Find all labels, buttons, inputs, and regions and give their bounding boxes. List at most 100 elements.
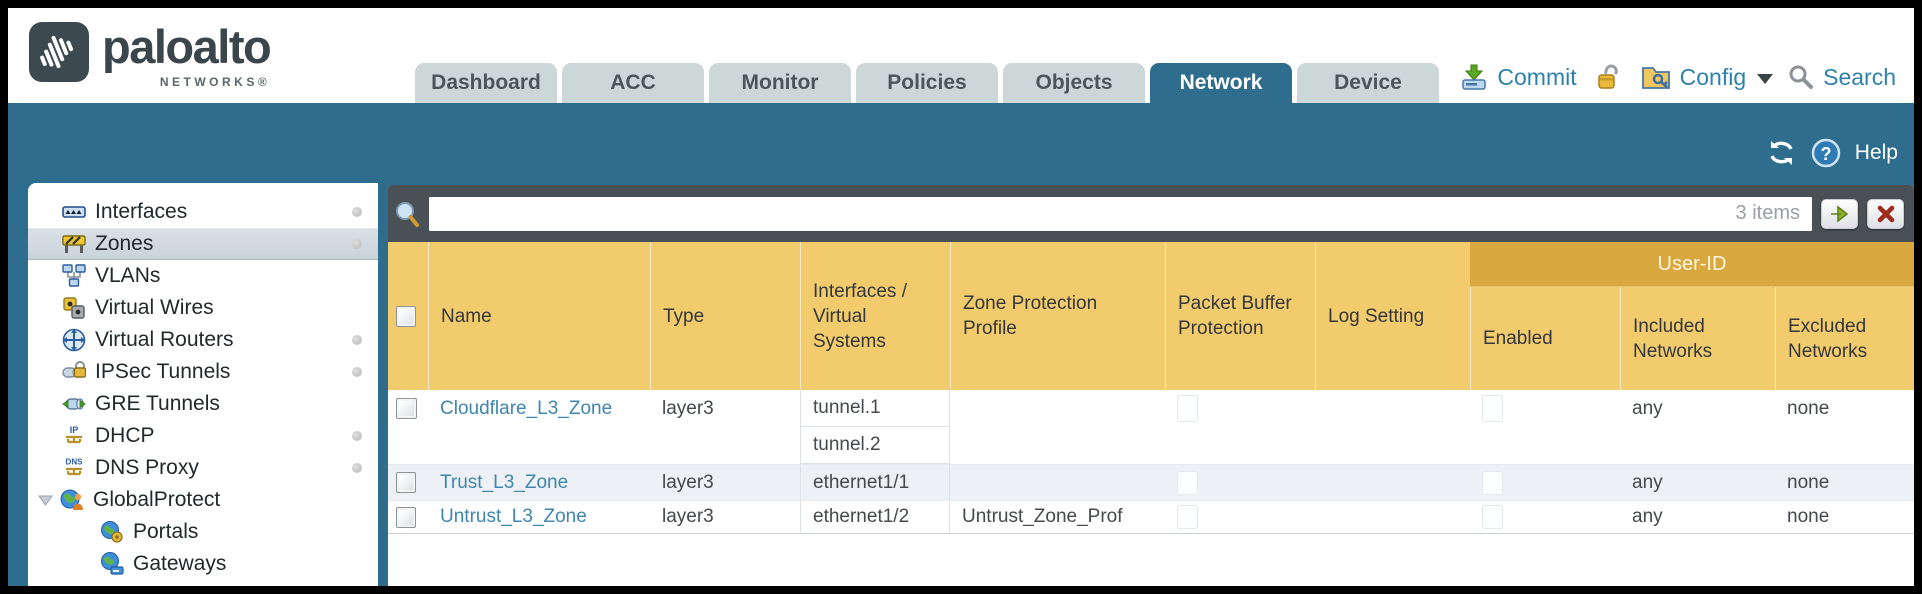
sidebar-item-label: IPSec Tunnels: [95, 360, 231, 383]
status-dot: [352, 207, 362, 217]
magnifier-icon[interactable]: [1788, 64, 1814, 90]
column-header-excluded-networks[interactable]: Excluded Networks: [1775, 287, 1914, 390]
sidebar-item-interfaces[interactable]: Interfaces: [28, 196, 378, 228]
virtual-wires-icon: [63, 297, 85, 319]
sidebar-item-virtual-routers[interactable]: Virtual Routers: [28, 324, 378, 356]
user-id-enabled-checkbox[interactable]: [1482, 505, 1503, 529]
caret-down-icon[interactable]: [1757, 74, 1774, 84]
sidebar-item-label: Gateways: [133, 552, 227, 575]
column-header-interfaces[interactable]: Interfaces / Virtual Systems: [800, 242, 950, 390]
user-id-enabled-checkbox[interactable]: [1482, 395, 1503, 422]
sidebar-item-label: Virtual Routers: [95, 328, 234, 351]
packet-buffer-protection-checkbox[interactable]: [1177, 470, 1198, 495]
user-id-enabled-checkbox[interactable]: [1482, 470, 1503, 495]
zone-name-link[interactable]: Untrust_L3_Zone: [440, 506, 587, 527]
folder-key-icon[interactable]: [1641, 63, 1671, 91]
zone-protection-profile: Untrust_Zone_Prof: [962, 506, 1123, 527]
sidebar-item-virtual-wires[interactable]: Virtual Wires: [28, 292, 378, 324]
status-dot: [352, 239, 362, 249]
brand-name: paloalto: [102, 20, 272, 73]
select-all-checkbox[interactable]: [396, 305, 416, 327]
column-header-type[interactable]: Type: [650, 242, 800, 390]
unlocked-padlock-icon[interactable]: [1596, 63, 1622, 91]
table-row-untrust-l3-zone: Untrust_L3_Zone layer3 ethernet1/2 Untru…: [388, 501, 1914, 534]
tab-objects[interactable]: Objects: [1003, 63, 1145, 103]
sidebar-item-label: DHCP: [95, 424, 155, 447]
sidebar-item-ipsec-tunnels[interactable]: IPSec Tunnels: [28, 356, 378, 388]
table-toolbar: 3 items: [388, 185, 1914, 242]
status-dot: [352, 463, 362, 473]
tab-device[interactable]: Device: [1297, 63, 1439, 103]
sidebar-item-label: GRE Tunnels: [95, 392, 220, 415]
items-count-label: 3 items: [1735, 202, 1800, 224]
clear-filter-button[interactable]: [1867, 198, 1904, 229]
tab-acc[interactable]: ACC: [562, 63, 704, 103]
filter-input[interactable]: [429, 202, 1736, 225]
apply-filter-button[interactable]: [1821, 198, 1858, 229]
band-actions: ? Help: [1767, 138, 1898, 168]
included-networks: any: [1632, 397, 1663, 419]
expander-triangle-icon[interactable]: [38, 495, 53, 506]
commit-download-icon[interactable]: [1460, 63, 1488, 91]
sidebar-item-label: Zones: [95, 232, 154, 255]
red-x-icon: [1877, 205, 1894, 222]
refresh-icon[interactable]: [1767, 139, 1797, 167]
top-header-bar: paloalto NETWORKS® Dashboard ACC Monitor…: [8, 8, 1914, 103]
sidebar-item-globalprotect[interactable]: GlobalProtect: [28, 484, 378, 516]
zone-type: layer3: [662, 471, 714, 493]
column-header-enabled[interactable]: Enabled: [1470, 287, 1620, 390]
dhcp-icon: IP: [66, 425, 82, 444]
question-circle-icon[interactable]: ?: [1811, 138, 1841, 168]
filter-search-icon[interactable]: [394, 200, 420, 228]
row-checkbox[interactable]: [396, 398, 417, 419]
excluded-networks: none: [1787, 397, 1830, 419]
sidebar-item-label: DNS Proxy: [95, 456, 199, 479]
virtual-routers-icon: [62, 328, 86, 352]
row-checkbox[interactable]: [396, 506, 416, 528]
interface-cell: tunnel.2: [801, 427, 949, 464]
column-header-included-networks[interactable]: Included Networks: [1620, 287, 1775, 390]
user-id-group-header: User-ID: [1470, 242, 1914, 287]
gateways-icon: [101, 552, 124, 575]
column-header-log-setting[interactable]: Log Setting: [1315, 242, 1470, 390]
sidebar-item-gateways[interactable]: Gateways: [28, 548, 378, 580]
sidebar-item-dhcp[interactable]: IP DHCP: [28, 420, 378, 452]
svg-text:DNS: DNS: [66, 458, 84, 467]
sidebar-item-label: VLANs: [95, 264, 161, 287]
vlans-icon: [62, 264, 86, 287]
column-header-name[interactable]: Name: [428, 242, 650, 390]
commit-button[interactable]: Commit: [1497, 63, 1577, 90]
column-header-zone-protection-profile[interactable]: Zone Protection Profile: [950, 242, 1165, 390]
svg-text:?: ?: [1820, 144, 1831, 164]
packet-buffer-protection-checkbox[interactable]: [1177, 395, 1198, 422]
tab-monitor[interactable]: Monitor: [709, 63, 851, 103]
sidebar-item-label: Interfaces: [95, 200, 188, 223]
sidebar-item-portals[interactable]: Portals: [28, 516, 378, 548]
sidebar-item-dns-proxy[interactable]: DNS DNS Proxy: [28, 452, 378, 484]
status-dot: [352, 431, 362, 441]
zone-name-link[interactable]: Trust_L3_Zone: [440, 471, 569, 493]
sidebar-item-label: Portals: [133, 520, 199, 543]
sidebar-item-label: GlobalProtect: [93, 488, 221, 511]
sidebar-item-zones[interactable]: Zones: [28, 228, 378, 260]
excluded-networks: none: [1787, 471, 1830, 493]
tab-dashboard[interactable]: Dashboard: [415, 63, 557, 103]
tab-network[interactable]: Network: [1150, 63, 1292, 103]
packet-buffer-protection-checkbox[interactable]: [1177, 505, 1198, 529]
zones-icon: [62, 235, 86, 253]
interface-cell: tunnel.1: [801, 390, 949, 427]
zone-name-link[interactable]: Cloudflare_L3_Zone: [440, 397, 613, 419]
interface-cell: ethernet1/1: [813, 471, 910, 493]
gre-tunnels-icon: [62, 398, 86, 410]
help-button[interactable]: Help: [1854, 141, 1898, 164]
config-menu-button[interactable]: Config: [1679, 63, 1747, 90]
sidebar-item-vlans[interactable]: VLANs: [28, 260, 378, 292]
table-row-trust-l3-zone: Trust_L3_Zone layer3 ethernet1/1 any non…: [388, 465, 1914, 501]
column-header-packet-buffer-protection[interactable]: Packet Buffer Protection: [1165, 242, 1315, 390]
row-checkbox[interactable]: [396, 472, 416, 493]
sidebar-item-gre-tunnels[interactable]: GRE Tunnels: [28, 388, 378, 420]
network-sidebar: Interfaces Zones VLANs: [28, 183, 378, 586]
header-actions: Commit Config Search: [1460, 63, 1896, 91]
tab-policies[interactable]: Policies: [856, 63, 998, 103]
global-search-button[interactable]: Search: [1823, 63, 1896, 90]
